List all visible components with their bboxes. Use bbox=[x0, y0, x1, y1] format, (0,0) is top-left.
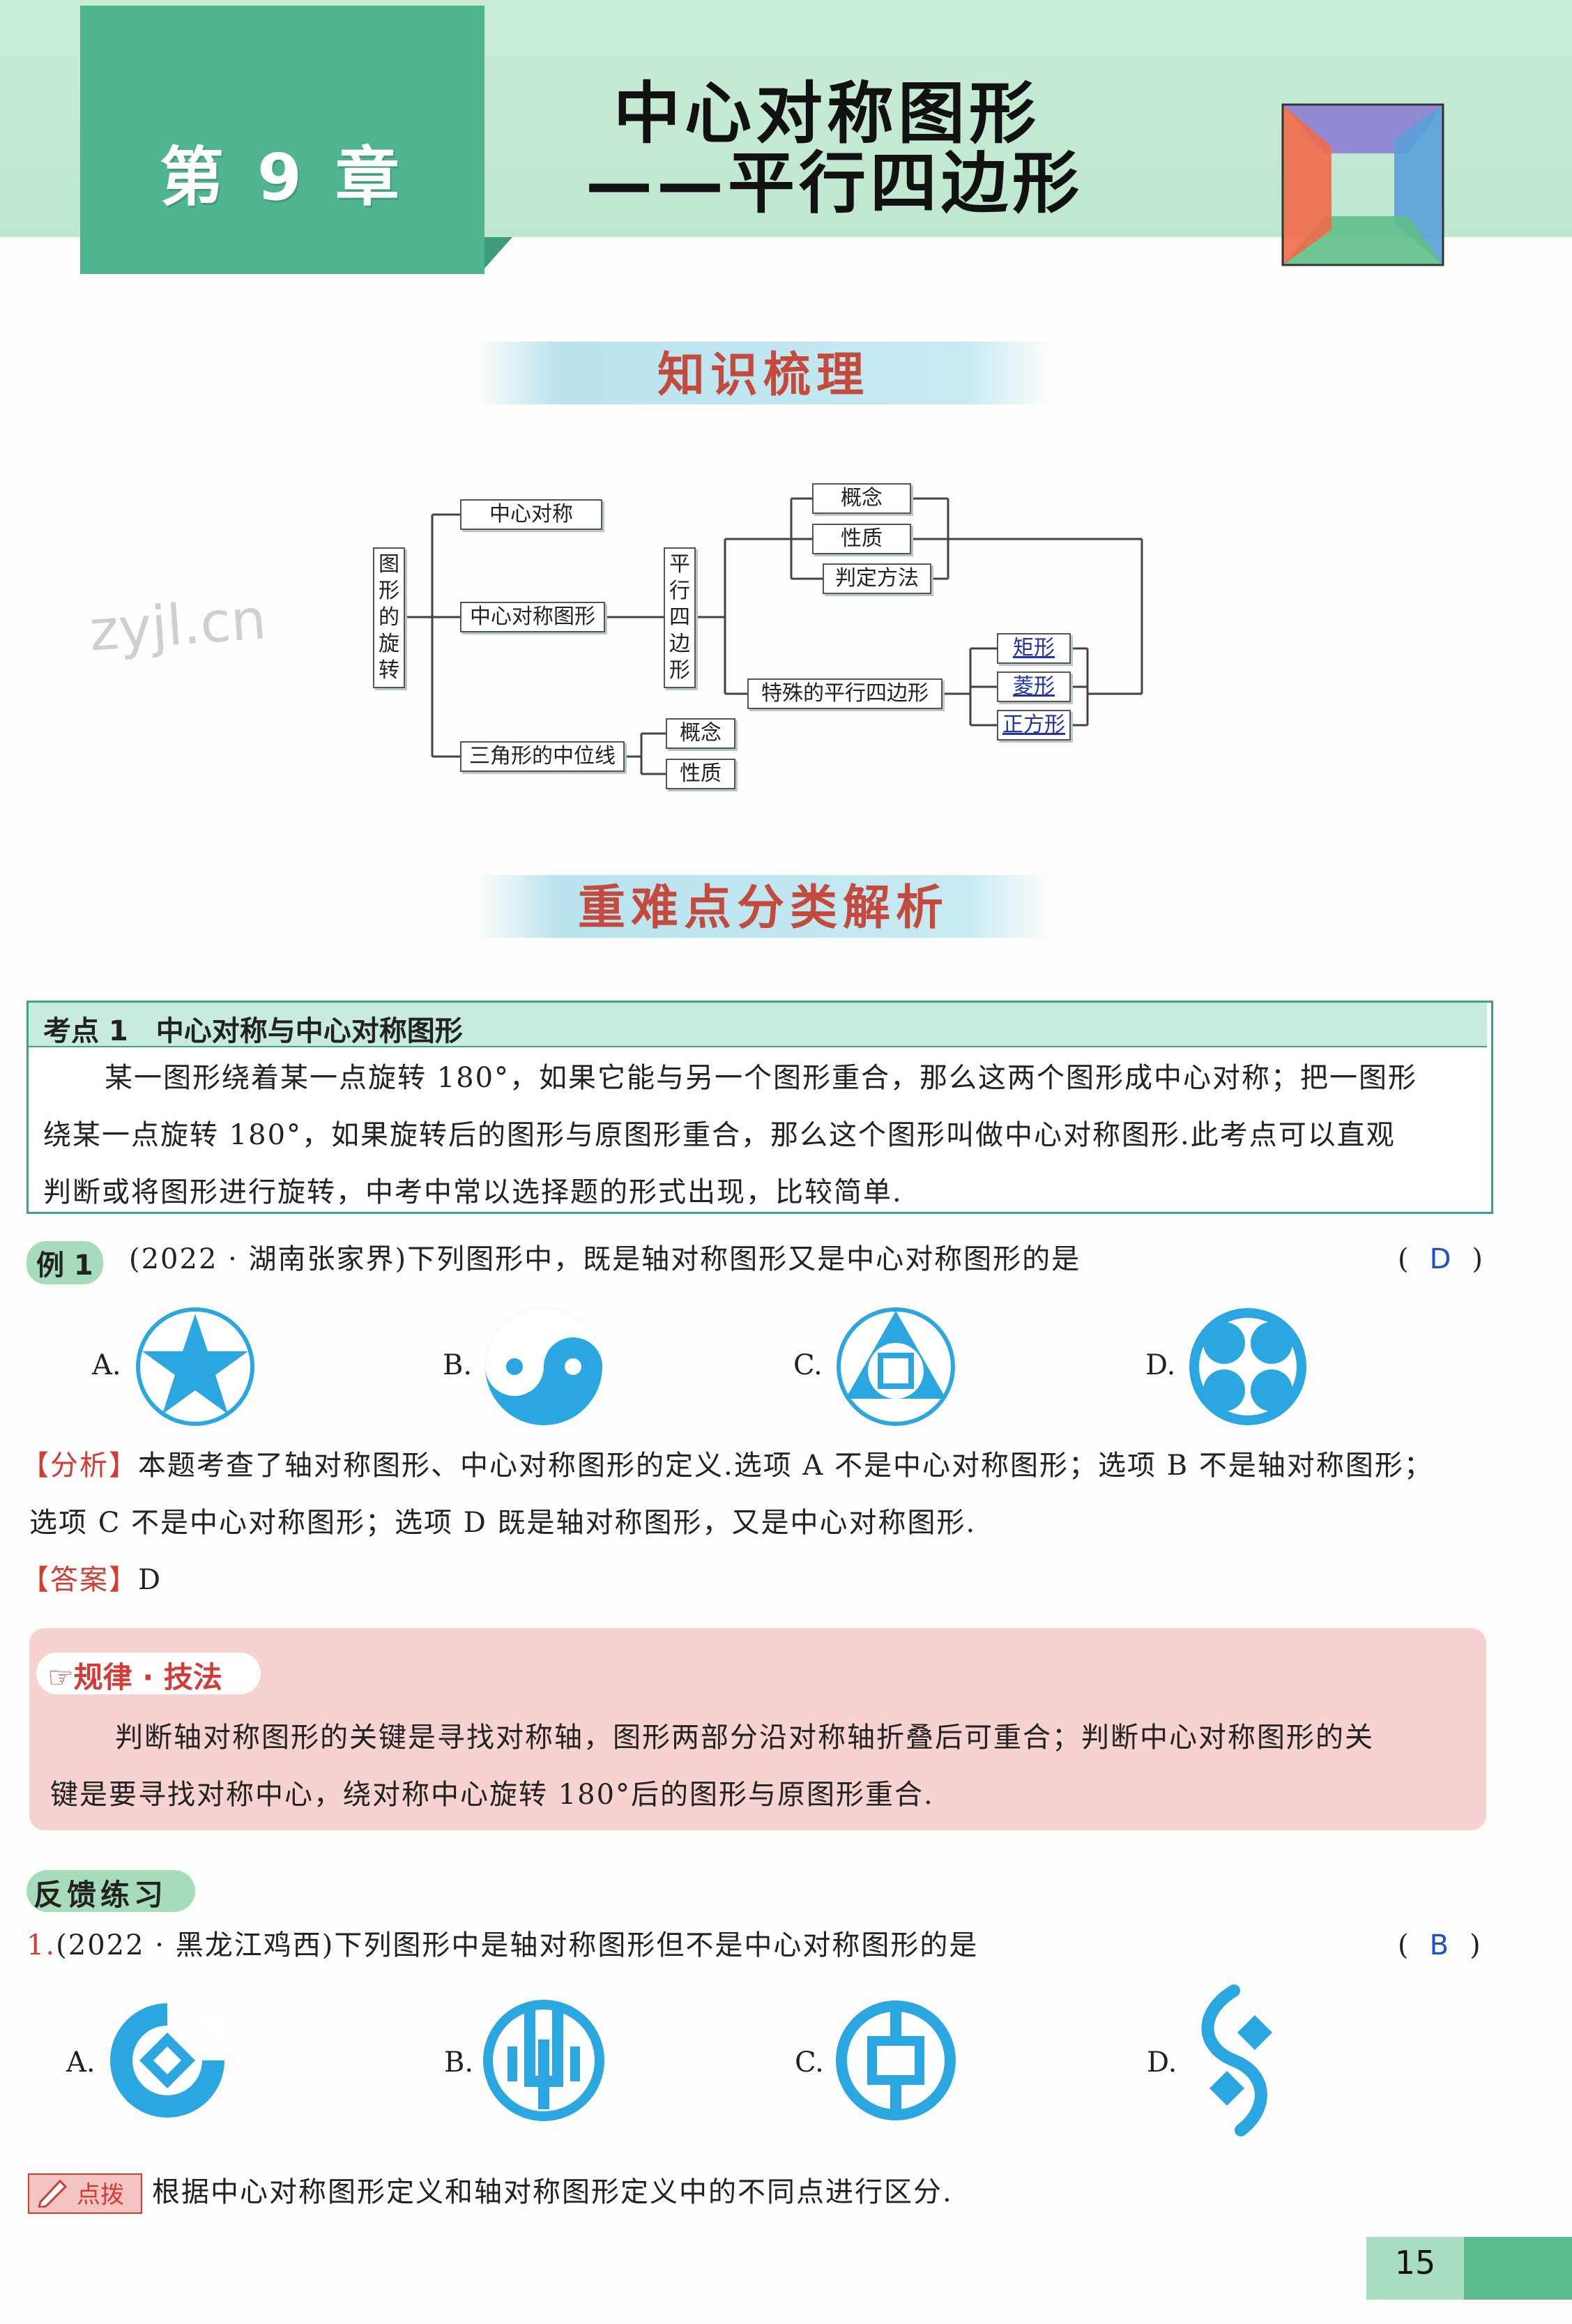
kaodian-line1: 某一图形绕着某一点旋转 180°，如果它能与另一个图形重合，那么这两个图形成中心… bbox=[105, 1062, 1418, 1094]
analysis-section-title: 重难点分类解析 bbox=[577, 881, 949, 936]
node-triangle-midline: 三角形的中位线 bbox=[460, 741, 625, 772]
kaodian-header bbox=[29, 1003, 1487, 1047]
q1-option-d: D. bbox=[1147, 2046, 1177, 2079]
tip-title: ☞规律 · 技法 bbox=[47, 1660, 222, 1694]
example-option-a: A. bbox=[92, 1349, 121, 1381]
node-rectangle: 矩形 bbox=[997, 633, 1071, 664]
feedback-q1: 1.(2022 · 黑龙江鸡西)下列图形中是轴对称图形但不是中心对称图形的是 bbox=[26, 1917, 978, 1973]
q1-answer-bracket: (B) bbox=[1398, 1929, 1482, 1961]
node-m-concept: 概念 bbox=[666, 718, 735, 749]
q1-option-c: C. bbox=[795, 2046, 824, 2079]
circle-star-icon bbox=[136, 1307, 254, 1426]
page-title-line1: 中心对称图形 bbox=[613, 75, 1040, 153]
page-title-line2: ——平行四边形 bbox=[586, 144, 1083, 222]
answer-line: 【答案】D bbox=[21, 1551, 162, 1609]
node-square: 正方形 bbox=[997, 710, 1071, 741]
node-special-parallelogram: 特殊的平行四边形 bbox=[747, 678, 943, 709]
example-option-c: C. bbox=[793, 1349, 823, 1381]
node-center-symmetric-figure: 中心对称图形 bbox=[460, 602, 605, 632]
page-tab-light bbox=[1366, 2237, 1464, 2300]
bank-logo-a-icon bbox=[110, 2003, 224, 2118]
chapter-box bbox=[80, 6, 484, 274]
answer-value: D bbox=[138, 1564, 162, 1596]
knowledge-section-title: 知识梳理 bbox=[657, 348, 869, 403]
answer-tag: 【答案】 bbox=[21, 1564, 138, 1596]
example-option-d: D. bbox=[1145, 1349, 1176, 1381]
example-tag: 例 1 bbox=[26, 1241, 103, 1284]
analysis-tag: 【分析】 bbox=[21, 1450, 138, 1482]
bank-logo-b-icon bbox=[483, 2000, 604, 2121]
example-answer-bracket: (D) bbox=[1398, 1243, 1485, 1275]
page-number: 15 bbox=[1394, 2244, 1436, 2281]
mindmap-root: 图形的旋转 bbox=[373, 547, 405, 688]
chapter-label: 第 9 章 bbox=[159, 140, 406, 215]
tip-pill bbox=[36, 1653, 261, 1694]
kaodian-line3: 判断或将图形进行旋转，中考中常以选择题的形式出现，比较简单. bbox=[43, 1176, 903, 1208]
node-center-symmetry: 中心对称 bbox=[460, 499, 602, 530]
node-parallelogram: 平行四边形 bbox=[664, 547, 696, 688]
chapter-box-shadow bbox=[484, 237, 512, 268]
node-p-concept: 概念 bbox=[812, 483, 911, 514]
yin-yang-icon bbox=[485, 1308, 602, 1425]
tip-line1: 判断轴对称图形的关键是寻找对称轴，图形两部分沿对称轴折叠后可重合；判断中心对称图… bbox=[115, 1722, 1374, 1754]
q1-answer: B bbox=[1429, 1929, 1451, 1961]
pencil-icon bbox=[38, 2179, 68, 2208]
q1-text: (2022 · 黑龙江鸡西)下列图形中是轴对称图形但不是中心对称图形的是 bbox=[56, 1929, 979, 1961]
root-text: 图形的旋转 bbox=[379, 552, 399, 683]
example-question: (2022 · 湖南张家界)下列图形中，既是轴对称图形又是中心对称图形的是 bbox=[129, 1243, 1081, 1275]
mindmap-connectors bbox=[404, 497, 1143, 775]
four-petal-circle-icon bbox=[1189, 1308, 1306, 1425]
example-answer: D bbox=[1429, 1243, 1453, 1275]
analysis-text1: 本题考查了轴对称图形、中心对称图形的定义.选项 A 不是中心对称图形；选项 B … bbox=[138, 1450, 1433, 1482]
q1-option-a: A. bbox=[66, 2046, 96, 2079]
hint-label: 点拨 bbox=[77, 2181, 124, 2209]
star-logo-icon bbox=[1281, 103, 1444, 266]
q1-number: 1. bbox=[26, 1929, 56, 1961]
bank-logo-c-icon bbox=[836, 2000, 956, 2120]
example-option-b: B. bbox=[443, 1349, 473, 1381]
knowledge-banner bbox=[474, 342, 1053, 404]
tip-box bbox=[29, 1628, 1486, 1830]
kaodian-title: 考点 1 中心对称与中心对称图形 bbox=[43, 1015, 463, 1047]
analysis-line2: 选项 C 不是中心对称图形；选项 D 既是轴对称图形，又是中心对称图形. bbox=[29, 1507, 977, 1539]
circle-triangle-square-icon bbox=[837, 1307, 955, 1426]
q1-option-b: B. bbox=[444, 2046, 474, 2079]
bank-logo-d-icon bbox=[1201, 1984, 1272, 2136]
analysis-banner bbox=[474, 875, 1053, 938]
feedback-pill bbox=[26, 1870, 195, 1912]
node-p-property: 性质 bbox=[812, 524, 911, 554]
feedback-label: 反馈练习 bbox=[33, 1878, 168, 1912]
hint-text: 根据中心对称图形定义和轴对称图形定义中的不同点进行区分. bbox=[152, 2176, 953, 2208]
kaodian-line2: 绕某一点旋转 180°，如果旋转后的图形与原图形重合，那么这个图形叫做中心对称图… bbox=[43, 1119, 1396, 1151]
node-m-property: 性质 bbox=[666, 759, 735, 789]
node-p-judge: 判定方法 bbox=[823, 563, 931, 594]
node-rhombus: 菱形 bbox=[997, 671, 1071, 702]
tip-line2: 键是要寻找对称中心，绕对称中心旋转 180°后的图形与原图形重合. bbox=[50, 1779, 934, 1811]
analysis-line1: 【分析】本题考查了轴对称图形、中心对称图形的定义.选项 A 不是中心对称图形；选… bbox=[21, 1436, 1433, 1495]
parallelogram-text: 平行四边形 bbox=[669, 552, 690, 683]
